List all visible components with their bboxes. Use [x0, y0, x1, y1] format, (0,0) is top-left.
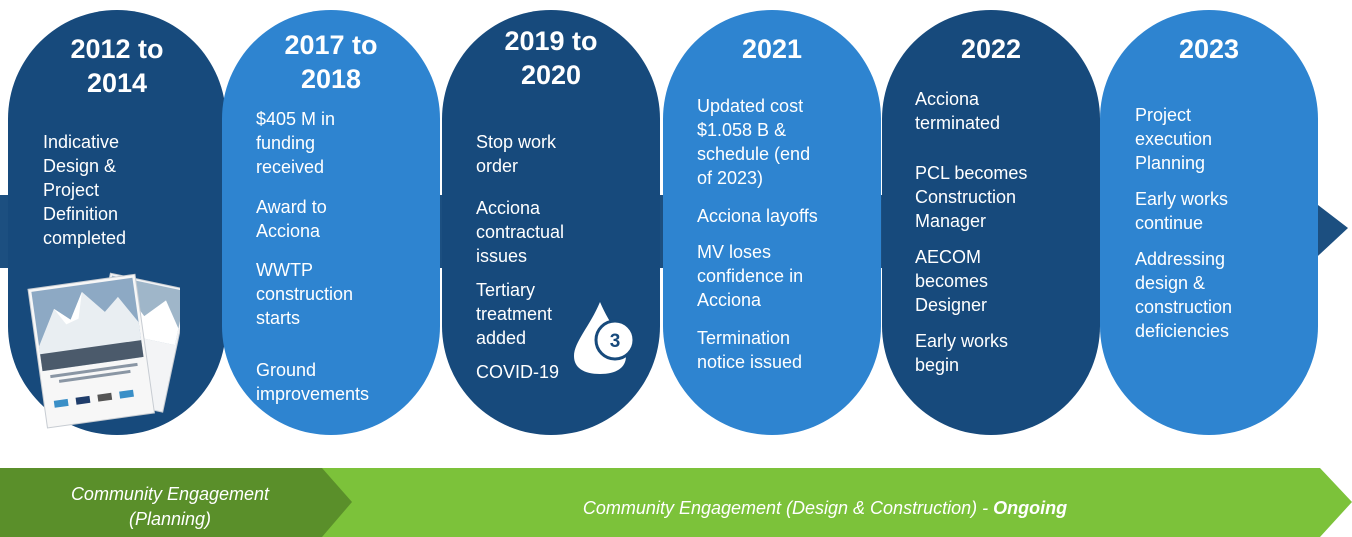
- project-definition-report-image: [27, 272, 180, 429]
- engagement-ongoing-label: Community Engagement (Design & Construct…: [360, 496, 1290, 521]
- period-2023: 2023 Project execution Planning Early wo…: [1100, 10, 1318, 435]
- period-item: Acciona layoffs: [697, 206, 818, 226]
- period-item: Indicative Design & Project Definition c…: [43, 132, 127, 248]
- period-item: PCL becomes Construction Manager: [915, 163, 1028, 231]
- period-item: AECOM becomes Designer: [915, 247, 989, 315]
- engagement-planning-label: Community Engagement (Planning): [70, 484, 270, 529]
- tertiary-badge-number: 3: [610, 331, 621, 352]
- period-item: Project execution Planning: [1135, 105, 1213, 173]
- period-2017-2018: 2017 to 2018 $405 M in funding received …: [222, 10, 440, 435]
- period-2021: 2021 Updated cost $1.058 B & schedule (e…: [663, 10, 881, 435]
- period-year: 2022: [960, 34, 1022, 64]
- period-item: WWTP construction starts: [256, 260, 354, 328]
- period-item: Acciona contractual issues: [476, 198, 565, 266]
- period-item: Updated cost $1.058 B & schedule (end of…: [697, 96, 811, 188]
- period-item: Early works continue: [1135, 189, 1229, 233]
- period-item: Ground improvements: [256, 360, 370, 404]
- period-year: 2012 to 2014: [70, 34, 164, 98]
- period-item: Acciona terminated: [915, 89, 1001, 133]
- period-item: $405 M in funding received: [256, 109, 336, 177]
- period-item: Early works begin: [915, 331, 1009, 375]
- engagement-ongoing-prefix: Community Engagement (Design & Construct…: [582, 498, 994, 518]
- period-year: 2021: [741, 34, 803, 64]
- period-item: Addressing design & construction deficie…: [1135, 249, 1233, 341]
- period-item: Termination notice issued: [697, 328, 803, 372]
- engagement-ongoing-emphasis: Ongoing: [993, 498, 1068, 518]
- period-year: 2017 to 2018: [284, 30, 378, 94]
- period-2022: 2022 Acciona terminated PCL becomes Cons…: [882, 10, 1100, 435]
- period-item: Tertiary treatment added: [476, 280, 553, 348]
- period-item: MV loses confidence in Acciona: [697, 242, 804, 310]
- period-item: Award to Acciona: [256, 197, 327, 241]
- engagement-band: [0, 468, 1352, 537]
- period-item: COVID-19: [476, 362, 560, 382]
- period-item: Stop work order: [476, 132, 557, 176]
- period-year: 2019 to 2020: [504, 26, 598, 90]
- water-drop-icon: 3: [574, 302, 636, 374]
- period-year: 2023: [1178, 34, 1240, 64]
